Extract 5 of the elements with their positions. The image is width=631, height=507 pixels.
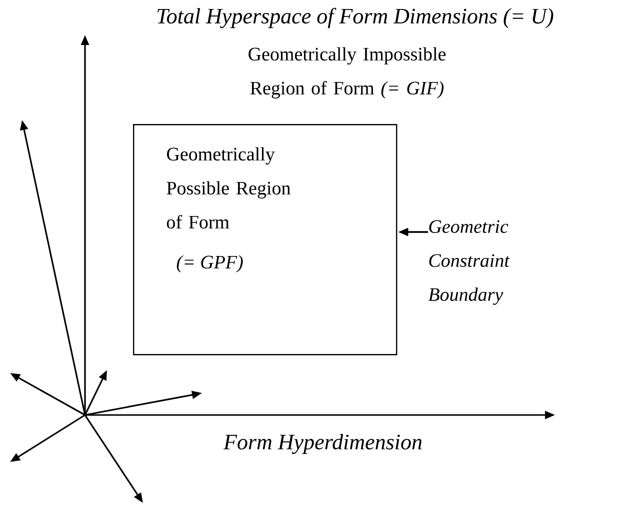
title-text: Total Hyperspace of Form Dimensions (= U) [158,8,554,28]
axis-label: Form Hyperdimension [223,434,422,454]
region-text: Geometrically Impossible Region of Form (= GIF) [248,47,446,98]
boundary-text: Geometric Constraint Boundary [428,220,510,305]
region-box: Geometrically Possible Region of Form (= GPF) [133,124,398,356]
